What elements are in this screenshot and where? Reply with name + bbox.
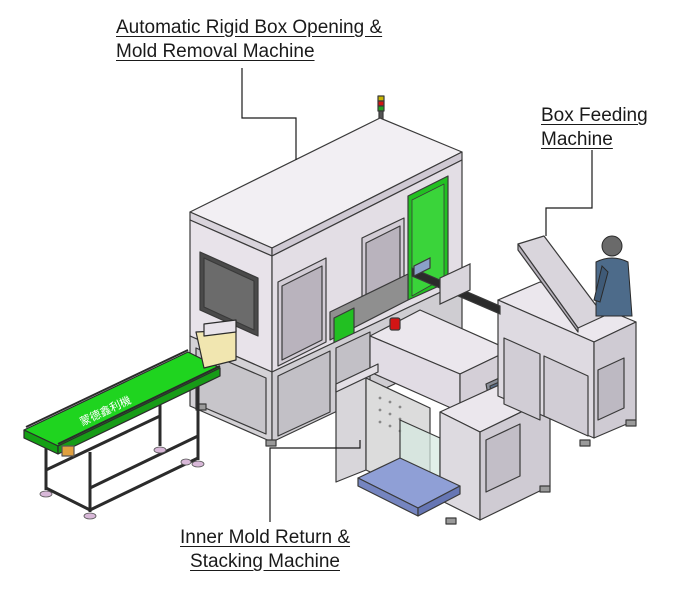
label-return-line1: Inner Mold Return & xyxy=(180,527,351,548)
label-main-machine: Automatic Rigid Box Opening & Mold Remov… xyxy=(116,16,382,64)
conveyor-feet xyxy=(39,446,205,520)
cage-perforation xyxy=(378,396,402,433)
box-feeding-machine xyxy=(497,235,637,447)
label-main-line1: Automatic Rigid Box Opening & xyxy=(116,17,383,38)
signal-tower-icon xyxy=(377,95,385,120)
operator-figure xyxy=(593,235,633,317)
label-feed-line1: Box Feeding xyxy=(541,105,648,126)
label-box-feeding: Box Feeding Machine xyxy=(541,104,648,152)
label-feed-line2: Machine xyxy=(541,129,613,150)
leader-feed xyxy=(545,150,593,236)
leader-main xyxy=(241,68,297,160)
leader-lines xyxy=(241,68,593,522)
leader-return xyxy=(269,440,361,522)
label-main-line2: Mold Removal Machine xyxy=(116,41,315,62)
transfer-axis xyxy=(411,257,501,315)
label-return-line2: Stacking Machine xyxy=(190,551,340,572)
conveyor xyxy=(23,319,237,520)
label-inner-mold: Inner Mold Return & Stacking Machine xyxy=(180,526,350,574)
